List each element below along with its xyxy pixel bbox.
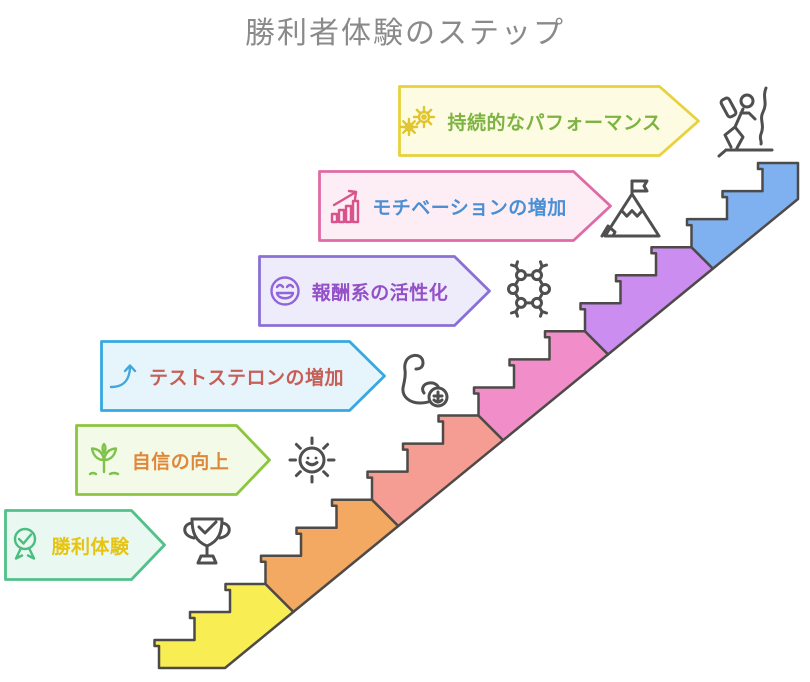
gears-icon [400,105,436,137]
banner-arrow-shape [100,340,386,412]
step-banner-reward: 報酬系の活性化 [258,255,491,327]
bicep-icon [401,353,449,408]
banner-arrow-shape [75,424,271,496]
stair-section-victory [153,582,295,670]
climber-icon [717,86,774,158]
step-banner-victory: 勝利体験 [4,509,166,581]
molecule-icon [507,260,551,318]
stair-section-confidence [259,498,400,614]
trophy-icon [183,517,231,565]
mountain-flag-icon [600,179,661,238]
sprout-icon [88,442,119,476]
page-title: 勝利者体験のステップ [245,17,565,50]
rising-arrow-icon [109,364,137,389]
chart-growth-icon [330,189,360,224]
stair-section-performance [685,161,800,270]
banner-arrow-shape [398,85,700,157]
stair-section-testosterone [366,414,505,528]
step-banner-confidence: 自信の向上 [75,424,271,496]
banner-arrow-shape [4,509,166,581]
step-label: モチベーションの増加 [372,197,567,219]
stair-section-motivation [579,245,715,356]
step-label: 勝利体験 [51,536,130,558]
step-label: 報酬系の活性化 [311,282,449,304]
banner-arrow-shape [258,255,491,327]
stair-section-reward [472,330,610,442]
step-banner-performance: 持続的なパフォーマンス [398,85,700,157]
sun-icon [288,436,336,484]
step-banner-testosterone: テストステロンの増加 [100,340,386,412]
step-banner-motivation: モチベーションの増加 [318,170,612,242]
step-label: テストステロンの増加 [148,367,344,389]
medal-icon [14,527,37,560]
step-label: 持続的なパフォーマンス [447,112,662,134]
smiley-icon [270,276,300,306]
banner-arrow-shape [318,170,612,242]
step-label: 自信の向上 [131,451,230,473]
